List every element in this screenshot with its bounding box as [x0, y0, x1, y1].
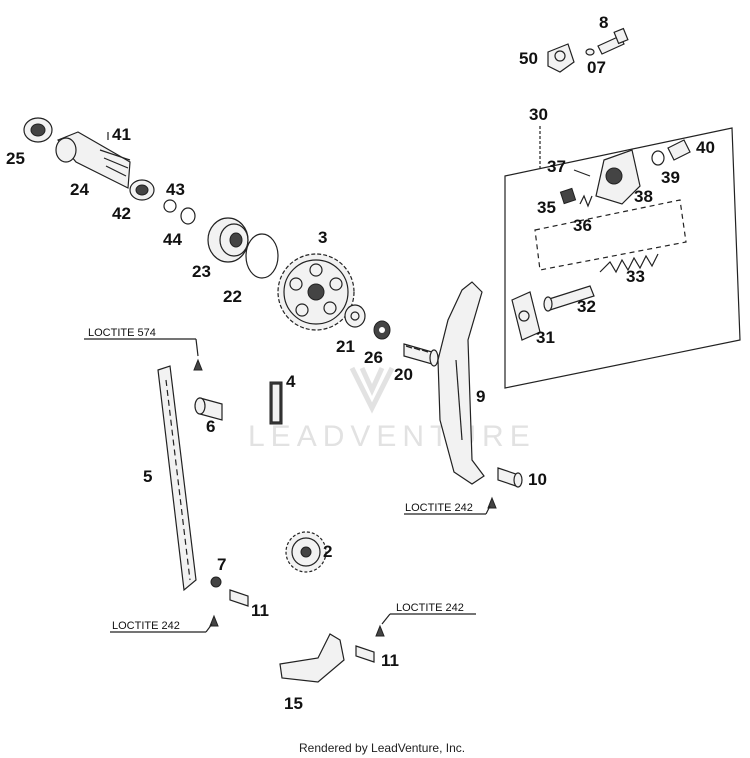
bearing-part-6	[194, 397, 223, 421]
callout-33: 33	[626, 267, 645, 286]
callout-39: 39	[661, 168, 680, 187]
callout-6: 6	[206, 417, 215, 436]
guard-part-15	[279, 633, 345, 683]
callout-15: 15	[284, 694, 303, 713]
callout-2: 2	[323, 542, 332, 561]
loctite-leaders	[84, 338, 491, 633]
bracket-part-50	[547, 43, 575, 73]
spring-part-36	[579, 194, 593, 208]
washer-part-07	[585, 48, 595, 56]
callout-5: 5	[143, 467, 152, 486]
callout-07: 07	[587, 58, 606, 77]
callout-31: 31	[536, 328, 555, 347]
tensioner-housing-part-38	[595, 149, 641, 205]
gear-part-42	[129, 179, 155, 201]
ball-bearing-part-23	[207, 217, 249, 263]
callout-32: 32	[577, 297, 596, 316]
bolt-part-8	[597, 27, 629, 55]
bolt-part-20	[403, 343, 439, 367]
loctite-574-label: LOCTITE 574	[88, 327, 156, 339]
loctite-242-label-left: LOCTITE 242	[112, 620, 180, 632]
washer-part-21	[344, 304, 366, 328]
callout-36: 36	[573, 216, 592, 235]
callout-30: 30	[529, 105, 548, 124]
bolt-part-11-left	[229, 589, 249, 607]
callout-50: 50	[519, 49, 538, 68]
callout-26: 26	[364, 348, 383, 367]
bolt-part-32	[543, 285, 595, 312]
callout-10: 10	[528, 470, 547, 489]
cam-sprocket-part-3	[277, 253, 355, 331]
callout-4: 4	[286, 372, 296, 391]
loctite-drop-left	[209, 614, 219, 627]
circlip-part-22	[245, 233, 279, 279]
callout-11-right: 11	[381, 651, 399, 670]
gasket-part-31	[511, 291, 541, 341]
tensioner-rail-part-9	[437, 281, 485, 485]
loctite-drop-mid	[487, 496, 497, 509]
nut-part-26	[373, 320, 391, 340]
watermark-text: LEADVENTURE	[248, 420, 536, 453]
crank-sprocket-part-2	[285, 531, 327, 573]
spacer-part-7	[210, 576, 222, 588]
rendered-by-footer: Rendered by LeadVenture, Inc.	[299, 741, 465, 755]
callout-25: 25	[6, 149, 25, 168]
callout-11-left: 11	[251, 601, 269, 620]
timing-chain-part-4	[269, 381, 283, 425]
callout-35: 35	[537, 198, 556, 217]
callout-7: 7	[217, 555, 226, 574]
loctite-242-label-mid: LOCTITE 242	[405, 502, 473, 514]
callout-42: 42	[112, 204, 131, 223]
plug-part-40	[667, 139, 691, 161]
chain-guide-part-5	[157, 365, 197, 592]
leadventure-watermark: LEADVENTURE	[248, 366, 536, 453]
camshaft-part-24	[55, 131, 131, 189]
callout-41: 41	[112, 125, 131, 144]
bolt-part-10	[497, 467, 523, 488]
callout-22: 22	[223, 287, 242, 306]
callout-38: 38	[634, 187, 653, 206]
bearing-part-25	[23, 117, 53, 143]
callout-8: 8	[599, 13, 608, 32]
callout-37: 37	[547, 157, 566, 176]
ring-part-43	[163, 199, 177, 213]
loctite-242-label-right: LOCTITE 242	[396, 602, 464, 614]
callout-24: 24	[70, 180, 89, 199]
callout-44: 44	[163, 230, 182, 249]
loctite-drop-right	[375, 624, 385, 637]
callout-3: 3	[318, 228, 327, 247]
callout-40: 40	[696, 138, 715, 157]
pin-part-37	[573, 169, 591, 177]
tensioner-group-outline	[504, 126, 741, 389]
callout-20: 20	[394, 365, 413, 384]
ring-part-44	[180, 207, 196, 225]
callout-21: 21	[336, 337, 355, 356]
loctite-drop-574	[193, 358, 203, 371]
washer-part-39	[651, 150, 665, 166]
callout-9: 9	[476, 387, 485, 406]
callout-23: 23	[192, 262, 211, 281]
spring-part-33	[599, 253, 659, 274]
callout-43: 43	[166, 180, 185, 199]
bolt-part-11-right	[355, 645, 375, 663]
piston-part-35	[559, 187, 577, 205]
